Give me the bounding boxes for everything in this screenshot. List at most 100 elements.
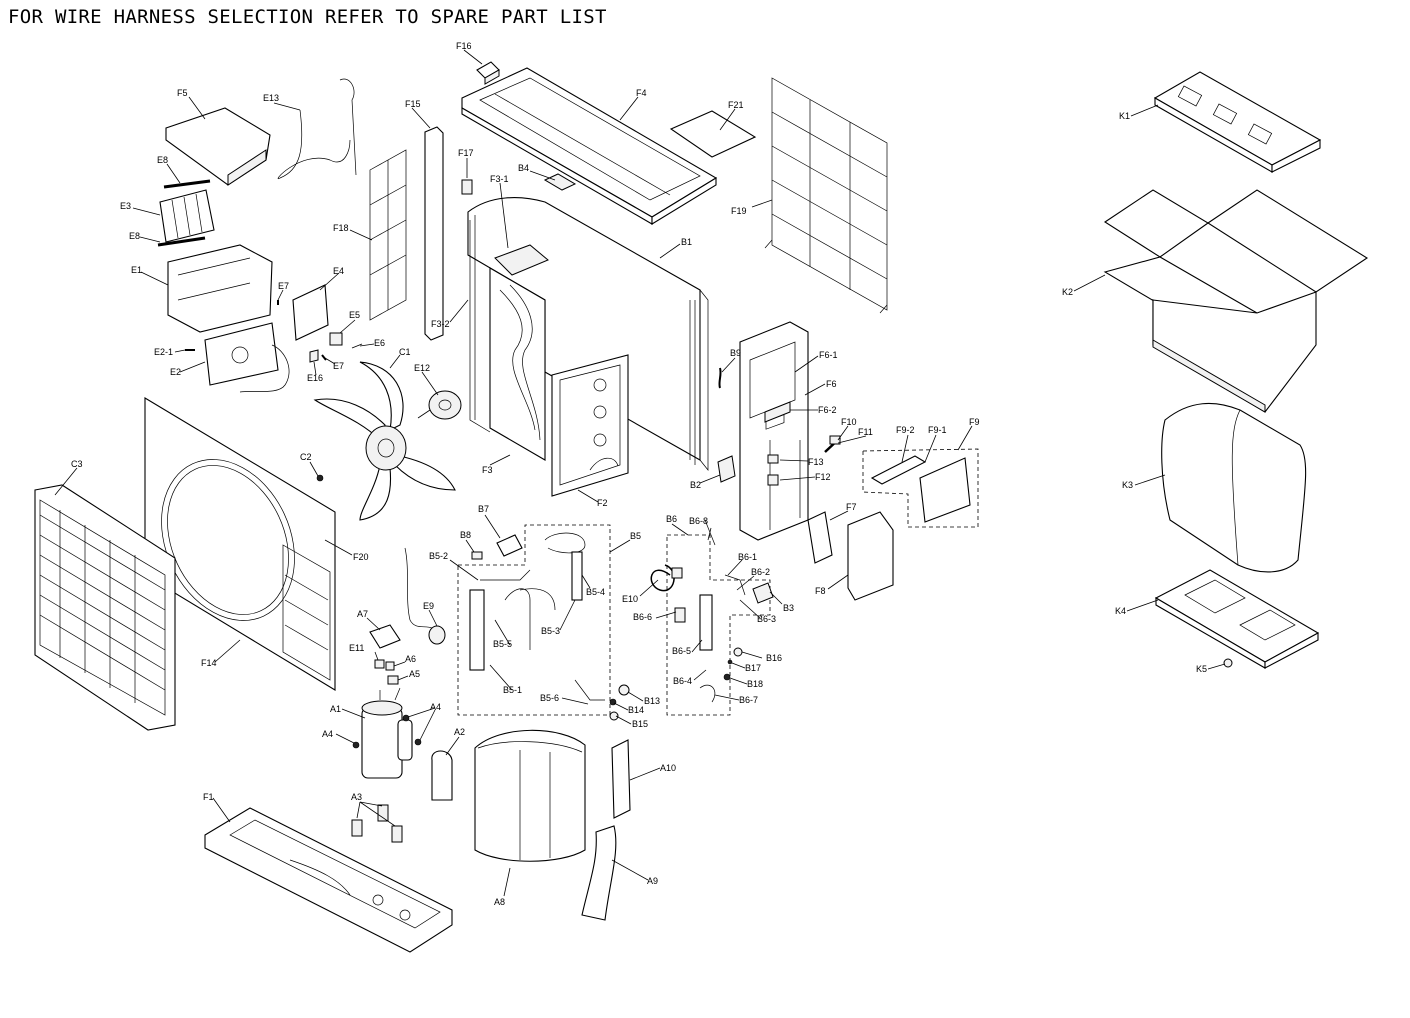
label-e9: E9: [423, 601, 434, 611]
label-e7-b: E7: [333, 361, 344, 371]
label-a6: A6: [405, 654, 416, 664]
bottom-pad-k4: [1154, 569, 1320, 669]
label-b5-3: B5-3: [541, 626, 560, 636]
label-b5-1: B5-1: [503, 685, 522, 695]
label-f5: F5: [177, 88, 188, 98]
control-box-e1: [167, 244, 273, 333]
label-b16: B16: [766, 653, 782, 663]
label-f3: F3: [482, 465, 493, 475]
part-a5: [387, 675, 399, 685]
bracket-f3-1: [494, 244, 549, 276]
fan-motor-e12: [417, 390, 462, 420]
label-b6-6: B6-6: [633, 612, 652, 622]
cover-f5: [165, 107, 271, 186]
cover-f16: [476, 61, 500, 85]
leader-lines: [54, 49, 1226, 897]
label-f9: F9: [969, 417, 980, 427]
label-c2: C2: [300, 452, 312, 462]
clip-b4: [543, 173, 577, 191]
part-f11: [829, 435, 841, 445]
label-f16: F16: [456, 41, 472, 51]
label-b3: B3: [783, 603, 794, 613]
label-e4: E4: [333, 266, 344, 276]
label-e16: E16: [307, 373, 323, 383]
label-b6-5: B6-5: [672, 646, 691, 656]
jacket-a2: [431, 750, 453, 801]
cover-k3: [1161, 402, 1307, 573]
label-b5-5: B5-5: [493, 639, 512, 649]
label-k4: K4: [1115, 606, 1126, 616]
base-pan-f1: [204, 807, 453, 953]
label-b2: B2: [690, 480, 701, 490]
compressor-a1: [361, 687, 413, 779]
part-b9: [718, 367, 722, 389]
label-b5: B5: [630, 531, 641, 541]
label-e8-top: E8: [157, 155, 168, 165]
top-panel-f4: [461, 67, 718, 225]
label-b9: B9: [730, 348, 741, 358]
fan-c1: [313, 361, 456, 521]
piping-group-b6: [666, 519, 771, 716]
part-f12: [767, 474, 779, 486]
label-a9: A9: [647, 876, 658, 886]
strip-e8-bottom: [157, 236, 206, 247]
pillar-f15: [424, 126, 444, 341]
label-b6-2: B6-2: [751, 567, 770, 577]
label-b6-4: B6-4: [673, 676, 692, 686]
part-a10: [611, 739, 631, 819]
label-e1: E1: [131, 265, 142, 275]
label-b18: B18: [747, 679, 763, 689]
label-f13: F13: [808, 457, 824, 467]
front-grille-c3: [34, 484, 176, 731]
label-f3-1: F3-1: [490, 174, 509, 184]
callout-labels: F16 F5 E13 F15 F4 F21 E8 F17 B4 F3-1 E3 …: [71, 41, 1207, 907]
cover-f8: [847, 511, 894, 601]
heatsink-e3: [159, 189, 215, 243]
label-b5-6: B5-6: [540, 693, 559, 703]
label-a1: A1: [330, 704, 341, 714]
wire-harness-e13: [277, 78, 357, 180]
label-b6-1: B6-1: [738, 552, 757, 562]
label-b15: B15: [632, 719, 648, 729]
part-b2: [717, 455, 736, 483]
label-e10: E10: [622, 594, 638, 604]
label-b6-7: B6-7: [739, 695, 758, 705]
label-f9-1: F9-1: [928, 425, 947, 435]
label-f8: F8: [815, 586, 826, 596]
label-e12: E12: [414, 363, 430, 373]
panel-f2: [551, 354, 629, 497]
coil-e10: [650, 564, 683, 592]
part-a6: [385, 661, 395, 671]
pcb-e2: [204, 322, 290, 393]
label-f20: F20: [353, 552, 369, 562]
label-b6: B6: [666, 514, 677, 524]
label-a8: A8: [494, 897, 505, 907]
label-b8: B8: [460, 530, 471, 540]
label-f17: F17: [458, 148, 474, 158]
label-a2: A2: [454, 727, 465, 737]
part-f17: [461, 179, 473, 195]
label-k5: K5: [1196, 664, 1207, 674]
label-f4: F4: [636, 88, 647, 98]
sound-jacket-a8: [474, 729, 586, 862]
label-b7: B7: [478, 504, 489, 514]
label-a4-right: A4: [430, 702, 441, 712]
label-f6-1: F6-1: [819, 350, 838, 360]
grille-f19: [764, 77, 888, 314]
label-k3: K3: [1122, 480, 1133, 490]
part-b3: [752, 582, 774, 604]
label-e11: E11: [349, 643, 364, 653]
label-c3: C3: [71, 459, 83, 469]
partition-f3: [489, 267, 546, 461]
label-a5: A5: [409, 669, 420, 679]
nut-b18: [723, 673, 731, 681]
label-b1: B1: [681, 237, 692, 247]
label-f1: F1: [203, 792, 214, 802]
label-e5: E5: [349, 310, 360, 320]
label-f6: F6: [826, 379, 837, 389]
terminal-e6: [351, 343, 363, 349]
nut-b14: [609, 698, 617, 706]
part-e11: [374, 659, 385, 669]
label-e13: E13: [263, 93, 279, 103]
